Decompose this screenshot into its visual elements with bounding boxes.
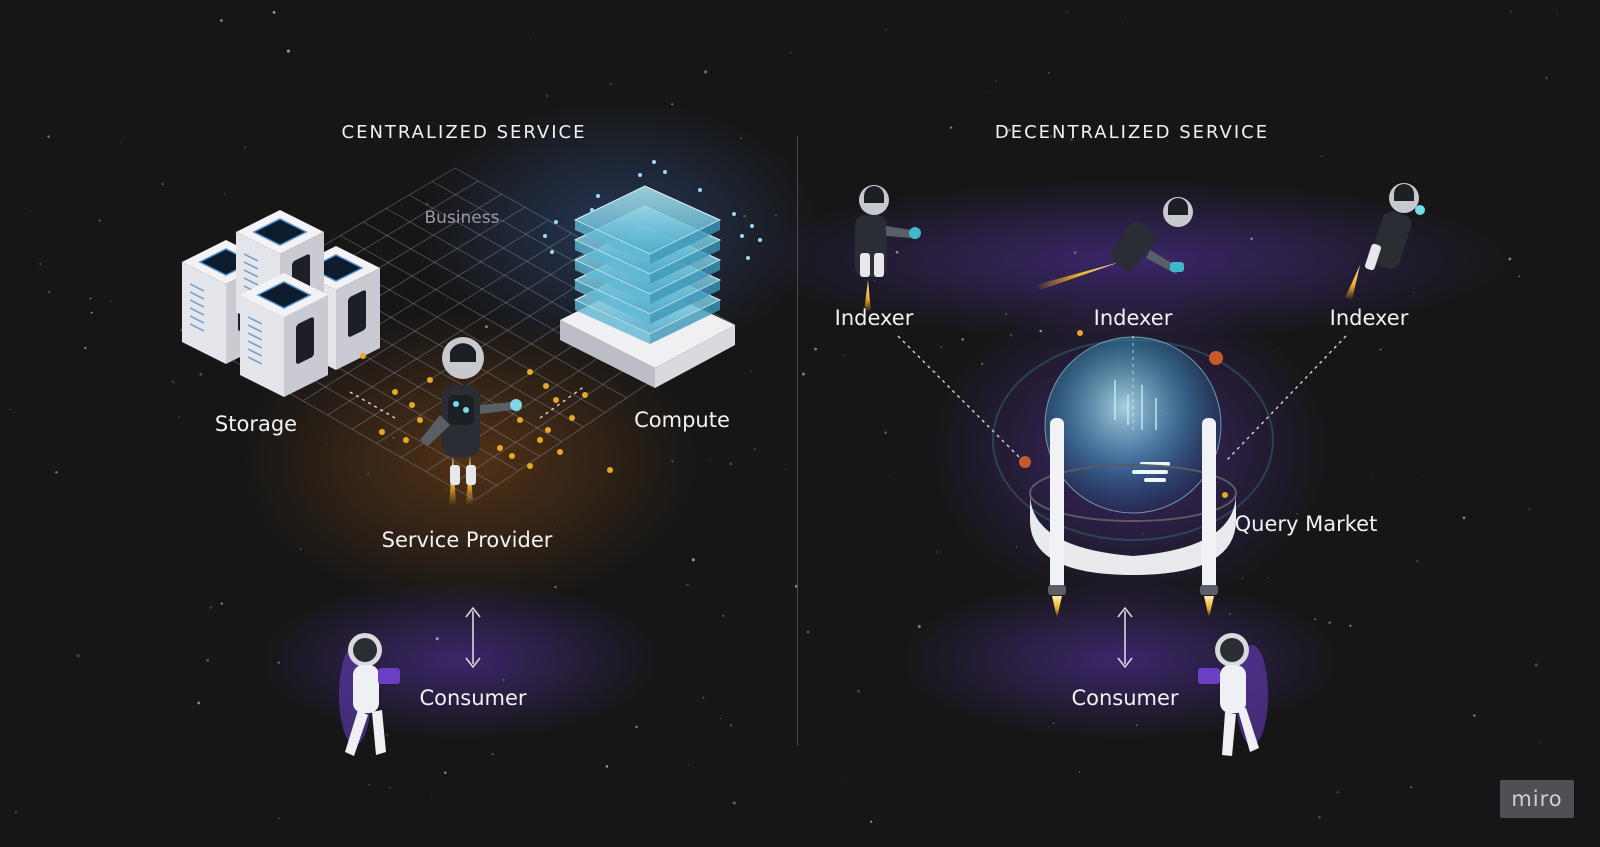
consumer-provider-arrow [465, 606, 481, 669]
centralized-heading: CENTRALIZED SERVICE [341, 122, 587, 143]
star-field [9, 10, 1558, 830]
business-label: Business [424, 208, 500, 228]
consumer-market-arrow [1117, 606, 1133, 669]
compute-label: Compute [634, 408, 730, 432]
section-divider [797, 136, 798, 746]
decentralized-heading: DECENTRALIZED SERVICE [994, 122, 1270, 143]
indexer-label-3: Indexer [1329, 306, 1409, 330]
consumer-label-right: Consumer [1071, 686, 1179, 710]
indexer-label-2: Indexer [1093, 306, 1173, 330]
provider-connectors [349, 385, 586, 419]
consumer-astronaut-right-icon [1198, 633, 1268, 756]
query-market-pod-icon [992, 336, 1274, 618]
gold-particles [360, 353, 613, 473]
storage-servers-icon [182, 210, 380, 397]
consumer-astronaut-icon [339, 633, 400, 756]
indexer-astronaut-2-icon [1035, 197, 1193, 290]
service-provider-astronaut-icon [420, 337, 522, 505]
indexer-astronaut-1-icon [855, 185, 921, 312]
storage-label: Storage [214, 412, 298, 436]
consumer-label-left: Consumer [419, 686, 527, 710]
query-market-label: Query Market [1234, 512, 1378, 536]
compute-sparkles [543, 160, 762, 260]
orbit-orbs [1019, 330, 1228, 498]
indexer-label-1: Indexer [834, 306, 914, 330]
service-provider-label: Service Provider [381, 528, 553, 552]
compute-stack-icon [560, 185, 735, 388]
miro-logo-badge[interactable]: miro [1500, 780, 1574, 818]
indexer-astronaut-3-icon [1345, 183, 1425, 300]
